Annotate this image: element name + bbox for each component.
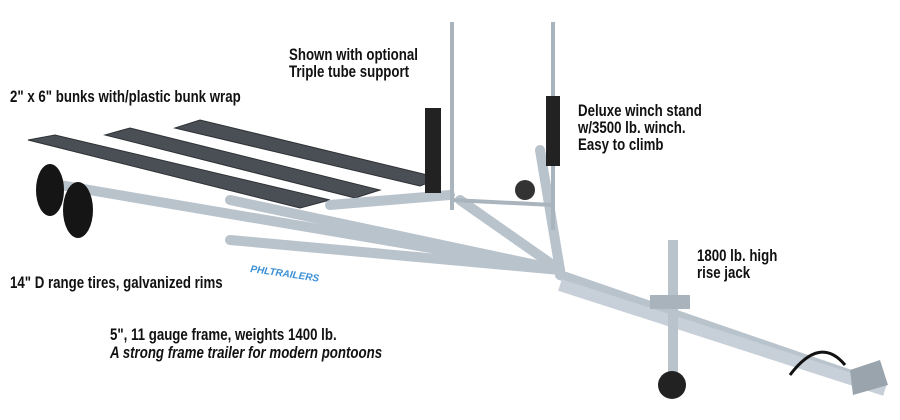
annotation-triple-tube: Shown with optional Triple tube support bbox=[289, 46, 418, 80]
winch bbox=[515, 180, 535, 200]
wiring bbox=[788, 350, 847, 376]
bunks bbox=[27, 119, 442, 209]
annotation-line: Shown with optional bbox=[289, 45, 418, 64]
annotation-winch-stand: Deluxe winch stand w/3500 lb. winch. Eas… bbox=[578, 102, 702, 153]
tires bbox=[36, 164, 93, 238]
annotation-line: Deluxe winch stand bbox=[578, 101, 702, 120]
annotation-frame: 5", 11 gauge frame, weights 1400 lb. bbox=[110, 325, 337, 344]
annotation-line: 1800 lb. high bbox=[697, 246, 778, 265]
annotation-jack: 1800 lb. high rise jack bbox=[697, 247, 777, 281]
annotation-bunks: 2" x 6" bunks with/plastic bunk wrap bbox=[10, 87, 241, 106]
annotation-line: w/3500 lb. winch. bbox=[578, 118, 686, 137]
coupler bbox=[850, 360, 888, 395]
annotation-line: Easy to climb bbox=[578, 135, 664, 154]
tagline: A strong frame trailer for modern pontoo… bbox=[110, 343, 383, 362]
winch-stand bbox=[450, 22, 555, 230]
annotation-line: Triple tube support bbox=[289, 62, 410, 81]
jack bbox=[650, 240, 690, 399]
annotation-tires: 14" D range tires, galvanized rims bbox=[10, 273, 223, 292]
annotation-line: rise jack bbox=[697, 263, 751, 282]
brand-logo: PHLTRAILERS bbox=[250, 264, 320, 285]
stand-bunk bbox=[546, 96, 560, 166]
stand-bunk bbox=[425, 108, 441, 193]
